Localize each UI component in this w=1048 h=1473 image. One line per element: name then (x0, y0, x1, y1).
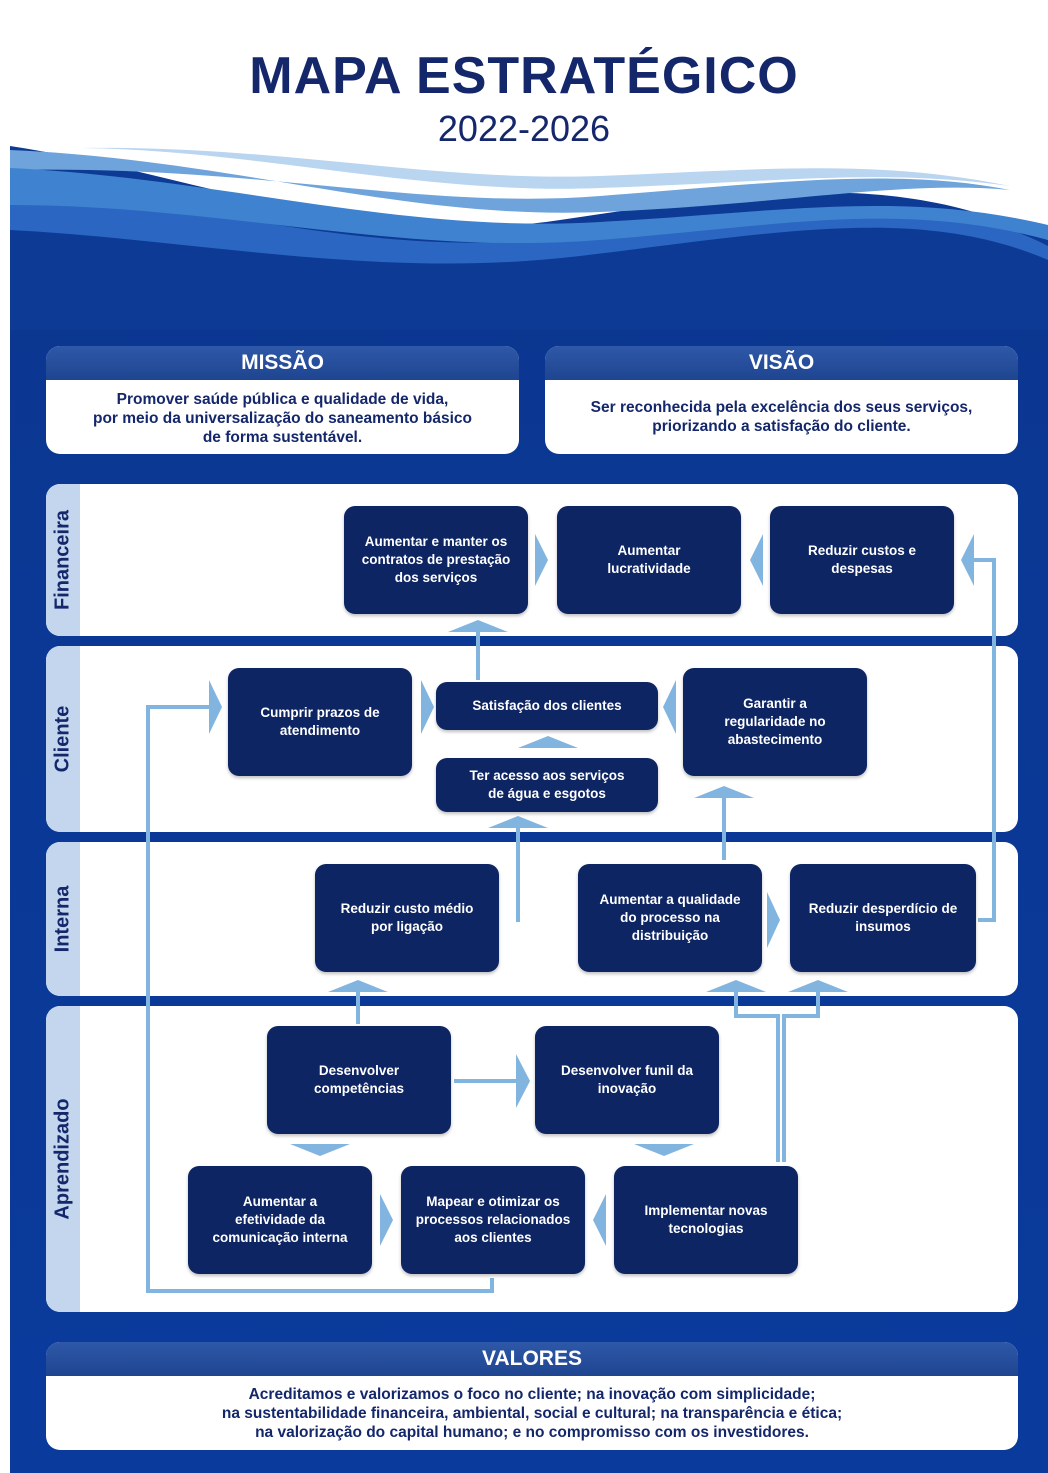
connector-line (146, 705, 494, 1293)
mission-text: Promover saúde pública e qualidade de vi… (46, 380, 519, 447)
period-subtitle: 2022-2026 (437, 108, 611, 149)
arrow-right (535, 534, 548, 586)
arrow-left (663, 680, 676, 734)
arrow-right (380, 1194, 393, 1246)
arrow-up (706, 980, 766, 992)
arrow-right (516, 1054, 530, 1108)
connector-line (782, 990, 820, 1162)
arrow-right (767, 892, 780, 948)
values-heading: VALORES (46, 1342, 1018, 1376)
values-panel: VALORES Acreditamos e valorizamos o foco… (46, 1342, 1018, 1450)
arrow-left (593, 1194, 606, 1246)
vision-heading: VISÃO (545, 346, 1018, 380)
arrow-left (961, 534, 974, 586)
perspective-tab (46, 842, 80, 996)
values-line: na valorização do capital humano; e no c… (255, 1424, 809, 1441)
arrow-up (694, 786, 754, 798)
arrow-down (290, 1144, 350, 1156)
arrow-right (209, 680, 222, 734)
vision-text: Ser reconhecida pela excelência dos seus… (545, 380, 1018, 436)
arrow-down (634, 1144, 694, 1156)
mission-line: de forma sustentável. (202, 429, 363, 446)
vision-panel: VISÃO Ser reconhecida pela excelência do… (545, 346, 1018, 454)
arrow-up (518, 736, 578, 748)
perspective-tab (46, 1006, 80, 1312)
perspective-tab (46, 646, 80, 832)
connector-line (972, 558, 996, 922)
arrow-up (488, 816, 548, 828)
values-line: Acreditamos e valorizamos o foco no clie… (248, 1386, 816, 1403)
arrow-up (788, 980, 848, 992)
arrow-right (421, 680, 434, 734)
values-line: na sustentabilidade financeira, ambienta… (221, 1405, 843, 1422)
perspective-tab (46, 484, 80, 636)
mission-line: Promover saúde pública e qualidade de vi… (116, 391, 449, 408)
arrow-up (328, 980, 388, 992)
arrow-up (448, 620, 508, 632)
mission-heading: MISSÃO (46, 346, 519, 380)
objective-satisfacao: Satisfação dos clientes (436, 682, 658, 730)
vision-line: priorizando a satisfação do cliente. (652, 418, 911, 435)
vision-line: Ser reconhecida pela excelência dos seus… (590, 399, 973, 416)
page-title: MAPA ESTRATÉGICO (249, 47, 799, 105)
mission-line: por meio da universalização do saneament… (92, 410, 472, 427)
connector-line (734, 990, 780, 1162)
mission-panel: MISSÃO Promover saúde pública e qualidad… (46, 346, 519, 454)
values-text: Acreditamos e valorizamos o foco no clie… (46, 1376, 1018, 1442)
arrow-left (750, 534, 763, 586)
